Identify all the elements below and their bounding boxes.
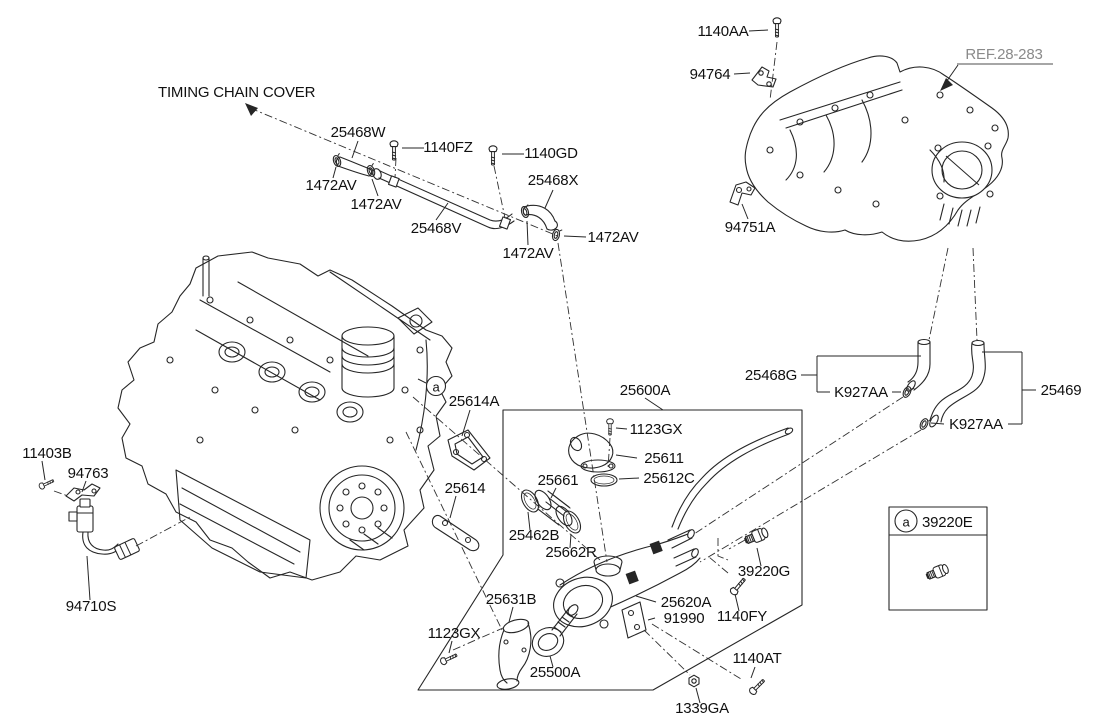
bracket-94764 (751, 66, 777, 88)
callout-25614A: 25614A (449, 393, 500, 410)
hose-25468X (522, 204, 558, 231)
callout-25631B: 25631B (486, 591, 537, 608)
clamp-1472AV-4 (519, 203, 532, 219)
callout-25469: 25469 (1041, 382, 1082, 399)
sensor-94710S (68, 498, 140, 560)
callout-1140GD: 1140GD (524, 145, 578, 162)
callout-1140FY: 1140FY (717, 608, 767, 625)
legend-marker: a (902, 515, 910, 530)
callout-25661: 25661 (538, 472, 579, 489)
hose-25468G (906, 338, 931, 392)
nut-1339GA (688, 674, 700, 688)
callout-11403B: 11403B (22, 445, 72, 462)
legend-box-39220E: a 39220E (888, 506, 988, 611)
o-ring-25612C (590, 473, 618, 487)
sensor-39220G (742, 525, 770, 547)
bracket-25614 (431, 514, 480, 552)
callout-91990: 91990 (664, 610, 705, 627)
hose-25468W (335, 156, 373, 177)
callout-25620A: 25620A (661, 594, 712, 611)
callout-25600A: 25600A (620, 382, 671, 399)
callout-1472AV-4: 1472AV (502, 245, 553, 262)
callout-25614: 25614 (445, 480, 486, 497)
callout-25500A: 25500A (530, 664, 581, 681)
callout-25468V: 25468V (411, 220, 462, 237)
gasket-25614A (447, 429, 491, 471)
callout-25468G: 25468G (745, 367, 797, 384)
callout-94751A: 94751A (725, 219, 776, 236)
bolt-1140GD (488, 145, 498, 166)
elbow-25631B (496, 618, 532, 690)
legend-sensor-icon (923, 562, 951, 583)
callout-94763: 94763 (68, 465, 109, 482)
callout-K927AA-1: K927AA (834, 384, 888, 401)
callout-94764: 94764 (690, 66, 731, 83)
engine-callout-marker: a (417, 375, 447, 397)
callout-1140AT: 1140AT (732, 650, 781, 667)
label-leader-lines (41, 29, 1036, 704)
svg-text:a: a (432, 380, 440, 395)
thermostat-25500A (531, 604, 579, 657)
callout-1123GX-top: 1123GX (630, 421, 683, 438)
timing-cover-arrowhead (245, 103, 258, 116)
assembly-box-25600A (417, 409, 803, 691)
assembly-leader-lines (53, 41, 978, 680)
callout-1123GX-bottom: 1123GX (428, 625, 481, 642)
sensor-boss-outline (717, 538, 729, 561)
callout-25468X: 25468X (528, 172, 579, 189)
fitting-25661 (534, 489, 573, 527)
bolt-1140FZ (389, 140, 399, 161)
bracket-94751A (729, 181, 756, 206)
callout-1472AV-3: 1472AV (587, 229, 638, 246)
note-timing-chain-cover: TIMING CHAIN COVER (158, 84, 316, 101)
pipe-25468V (372, 168, 515, 230)
engine-illustration (117, 251, 453, 581)
bolt-1140AA (772, 17, 782, 38)
bolt-1123GX-top (606, 418, 614, 436)
hose-25469 (929, 339, 986, 428)
callout-25612C: 25612C (643, 470, 695, 487)
callout-25462B: 25462B (509, 527, 560, 544)
callout-25611: 25611 (644, 450, 684, 467)
intake-manifold-illustration (744, 55, 1009, 242)
bracket-91990 (621, 601, 647, 639)
o-ring-25462B (520, 489, 540, 513)
callout-1339GA: 1339GA (675, 700, 729, 717)
callout-1472AV-2: 1472AV (350, 196, 401, 213)
ref-label: REF.28-283 (965, 46, 1042, 63)
callout-94710S: 94710S (66, 598, 117, 615)
legend-part-number: 39220E (922, 514, 973, 531)
bolt-1123GX-bottom (438, 651, 459, 667)
bracket-94763 (65, 483, 101, 502)
bolt-1140AT (747, 677, 767, 697)
clamp-K927AA-1 (901, 384, 915, 400)
bolt-11403B (37, 477, 56, 491)
o-ring-25662R (562, 510, 582, 534)
callout-1140AA: 1140AA (697, 23, 748, 40)
fitting-25611 (568, 432, 616, 473)
callout-K927AA-2: K927AA (949, 416, 1003, 433)
callout-1472AV-1: 1472AV (305, 177, 356, 194)
ref-callout (940, 63, 1053, 91)
callout-25468W: 25468W (331, 124, 387, 141)
callout-1140FZ: 1140FZ (423, 139, 472, 156)
callout-25662R: 25662R (545, 544, 597, 561)
callout-39220G: 39220G (738, 563, 790, 580)
